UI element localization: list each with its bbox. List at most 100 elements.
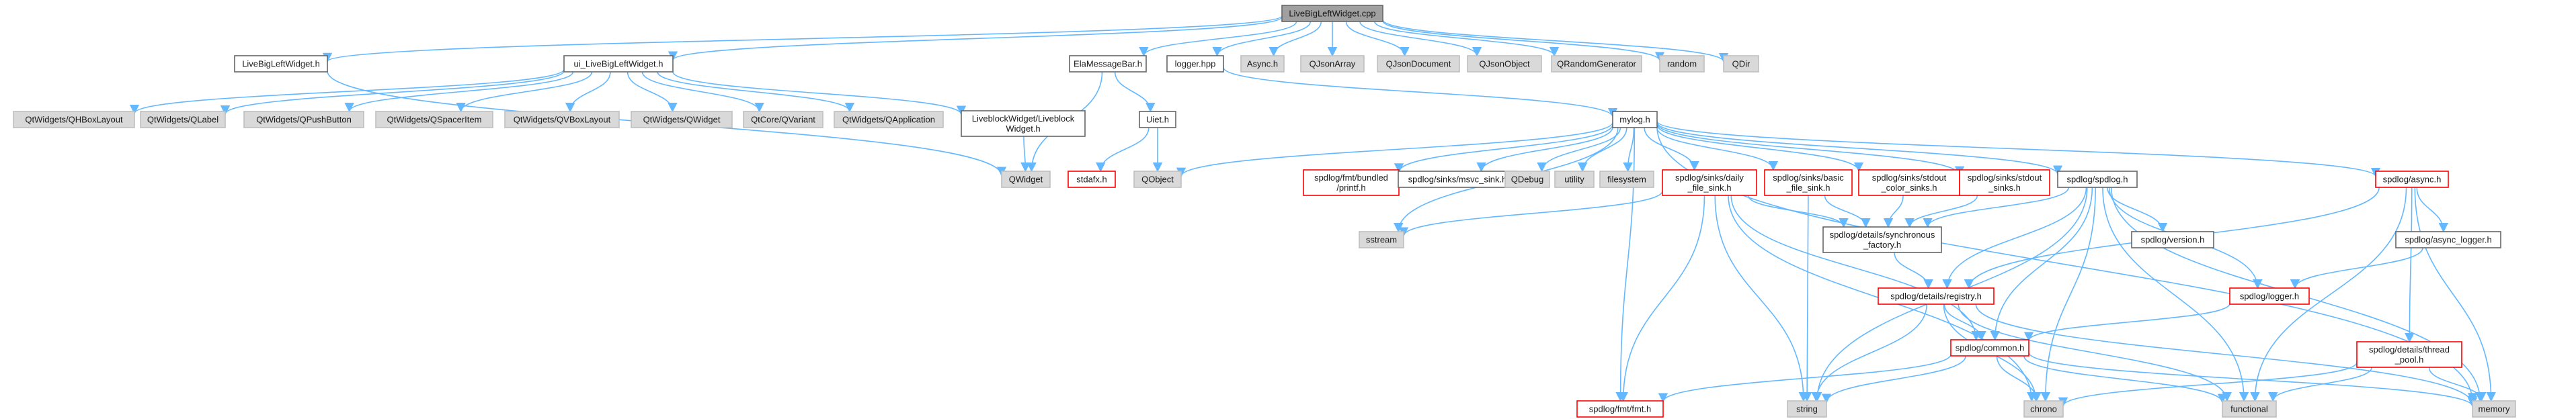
node-label-fmt_bundled: spdlog/fmt/bundled: [1314, 173, 1388, 183]
node-box-async_sp: [2375, 171, 2449, 188]
node-daily[interactable]: spdlog/sinks/daily_file_sink.h: [1662, 169, 1757, 196]
node-qwidget[interactable]: QWidget: [1001, 171, 1051, 188]
node-version[interactable]: spdlog/version.h: [2131, 231, 2214, 248]
node-random[interactable]: random: [1659, 55, 1705, 73]
edge-common-to-fmt_h: [1658, 354, 1951, 403]
node-qdebug[interactable]: QDebug: [1504, 171, 1550, 188]
node-box-functional: [2222, 400, 2277, 418]
node-common[interactable]: spdlog/common.h: [1950, 339, 2029, 357]
node-label-qapp: QtWidgets/QApplication: [842, 115, 935, 125]
node-box-basic: [1764, 169, 1853, 196]
node-label-spdlog_h: spdlog/spdlog.h: [2066, 175, 2128, 185]
node-label-logger_hpp: logger.hpp: [1175, 59, 1216, 69]
node-box-qdebug: [1504, 171, 1550, 188]
node-box-qhbox: [13, 111, 135, 128]
node-label-thread_pool: spdlog/details/thread: [2369, 344, 2450, 355]
node-ela[interactable]: ElaMessageBar.h: [1069, 55, 1147, 73]
node-registry[interactable]: spdlog/details/registry.h: [1878, 287, 1995, 305]
node-qobject[interactable]: QObject: [1133, 171, 1182, 188]
edge-daily-to-sync_factory: [1747, 195, 1849, 228]
edge-mylog-to-msvc_sink: [1476, 126, 1613, 173]
node-qjsonobj[interactable]: QJsonObject: [1467, 55, 1542, 73]
node-functional[interactable]: functional: [2222, 400, 2277, 418]
node-qjsonarray[interactable]: QJsonArray: [1300, 55, 1365, 73]
node-label-liveblock: LiveblockWidget/Liveblock: [972, 113, 1075, 124]
node-label-chrono: chrono: [2030, 404, 2057, 414]
edge-root-to-qdir: [1382, 19, 1728, 63]
node-uiet[interactable]: Uiet.h: [1139, 111, 1176, 128]
node-label-lblw_h: LiveBigLeftWidget.h: [242, 59, 320, 69]
node-label-basic: spdlog/sinks/basic: [1773, 173, 1844, 183]
node-label-thread_pool: _pool.h: [2394, 355, 2424, 365]
node-fmt_h[interactable]: spdlog/fmt/fmt.h: [1576, 400, 1664, 418]
edge-root-to-ui_lblw: [668, 16, 1283, 61]
edge-logger_hpp-to-mylog: [1223, 67, 1617, 118]
node-qvariant[interactable]: QtCore/QVariant: [743, 111, 823, 128]
node-label-ela: ElaMessageBar.h: [1074, 59, 1142, 69]
edge-common-to-functional: [2023, 355, 2228, 404]
edge-root-to-logger_hpp: [1212, 21, 1312, 57]
node-async_sp[interactable]: spdlog/async.h: [2375, 171, 2449, 188]
node-msvc_sink[interactable]: spdlog/sinks/msvc_sink.h: [1398, 171, 1517, 188]
node-qvbox[interactable]: QtWidgets/QVBoxLayout: [504, 111, 620, 128]
node-sync_factory[interactable]: spdlog/details/synchronous_factory.h: [1822, 226, 1942, 253]
node-lblw_h[interactable]: LiveBigLeftWidget.h: [234, 55, 328, 73]
node-label-fmt_bundled: /printf.h: [1336, 183, 1365, 193]
node-async_h[interactable]: Async.h: [1240, 55, 1285, 73]
node-box-thread_pool: [2356, 341, 2462, 368]
node-qpush[interactable]: QtWidgets/QPushButton: [243, 111, 364, 128]
node-utility[interactable]: utility: [1554, 171, 1595, 188]
edge-basic-to-string: [1802, 195, 1812, 402]
edge-daily-to-string: [1714, 195, 1809, 402]
node-ui_lblw[interactable]: ui_LiveBigLeftWidget.h: [563, 55, 674, 73]
node-box-spdlog_h: [2057, 171, 2138, 188]
node-qrandom[interactable]: QRandomGenerator: [1551, 55, 1642, 73]
edge-spdlog_h-to-functional: [2102, 187, 2249, 402]
node-chrono[interactable]: chrono: [2023, 400, 2064, 418]
node-label-stdout: _sinks.h: [1988, 183, 2021, 193]
node-root[interactable]: LiveBigLeftWidget.cpp: [1281, 5, 1383, 22]
node-qapp[interactable]: QtWidgets/QApplication: [834, 111, 944, 128]
node-box-msvc_sink: [1398, 171, 1517, 188]
node-label-utility: utility: [1564, 175, 1584, 185]
edge-stdout-to-sync_factory: [1904, 195, 1978, 228]
node-label-fmt_h: spdlog/fmt/fmt.h: [1589, 404, 1651, 414]
edge-ui_lblw-to-qvbox: [565, 71, 611, 113]
node-liveblock[interactable]: LiveblockWidget/LiveblockWidget.h: [961, 110, 1086, 137]
node-color[interactable]: spdlog/sinks/stdout_color_sinks.h: [1858, 169, 1960, 196]
node-qspacer[interactable]: QtWidgets/QSpacerItem: [375, 111, 493, 128]
node-label-ui_lblw: ui_LiveBigLeftWidget.h: [574, 59, 663, 69]
node-qhbox[interactable]: QtWidgets/QHBoxLayout: [13, 111, 135, 128]
node-label-logger_sp: spdlog/logger.h: [2240, 291, 2299, 301]
node-label-async_h: Async.h: [1247, 59, 1278, 69]
node-label-uiet: Uiet.h: [1146, 115, 1169, 125]
edge-ela-to-uiet: [1114, 71, 1156, 113]
node-qdir[interactable]: QDir: [1723, 55, 1759, 73]
edge-mylog-to-basic: [1656, 127, 1778, 171]
node-fmt_bundled[interactable]: spdlog/fmt/bundled/printf.h: [1303, 169, 1400, 196]
node-string[interactable]: string: [1787, 400, 1827, 418]
node-label-qpush: QtWidgets/QPushButton: [256, 115, 352, 125]
node-stdafx[interactable]: stdafx.h: [1068, 171, 1116, 188]
node-box-qjsonarray: [1300, 55, 1365, 73]
node-mylog[interactable]: mylog.h: [1612, 111, 1658, 128]
node-qjsondoc[interactable]: QJsonDocument: [1377, 55, 1460, 73]
node-logger_sp[interactable]: spdlog/logger.h: [2229, 287, 2310, 305]
node-stdout[interactable]: spdlog/sinks/stdout_sinks.h: [1959, 169, 2050, 196]
node-logger_hpp[interactable]: logger.hpp: [1166, 55, 1224, 73]
node-label-qrandom: QRandomGenerator: [1557, 59, 1636, 69]
node-async_logger[interactable]: spdlog/async_logger.h: [2395, 231, 2501, 248]
node-label-common: spdlog/common.h: [1956, 343, 2025, 353]
node-spdlog_h[interactable]: spdlog/spdlog.h: [2057, 171, 2138, 188]
node-box-logger_hpp: [1166, 55, 1224, 73]
edge-common-to-chrono: [1996, 355, 2042, 402]
node-memory[interactable]: memory: [2472, 400, 2516, 418]
node-qwidget_inc[interactable]: QtWidgets/QWidget: [631, 111, 733, 128]
edge-mylog-to-fmt_bundled: [1394, 124, 1613, 173]
node-thread_pool[interactable]: spdlog/details/thread_pool.h: [2356, 341, 2462, 368]
node-basic[interactable]: spdlog/sinks/basic_file_sink.h: [1764, 169, 1853, 196]
node-sstream[interactable]: sstream: [1359, 231, 1404, 248]
node-label-registry: spdlog/details/registry.h: [1890, 291, 1982, 301]
node-filesystem[interactable]: filesystem: [1599, 171, 1654, 188]
node-qlabel[interactable]: QtWidgets/QLabel: [140, 111, 226, 128]
